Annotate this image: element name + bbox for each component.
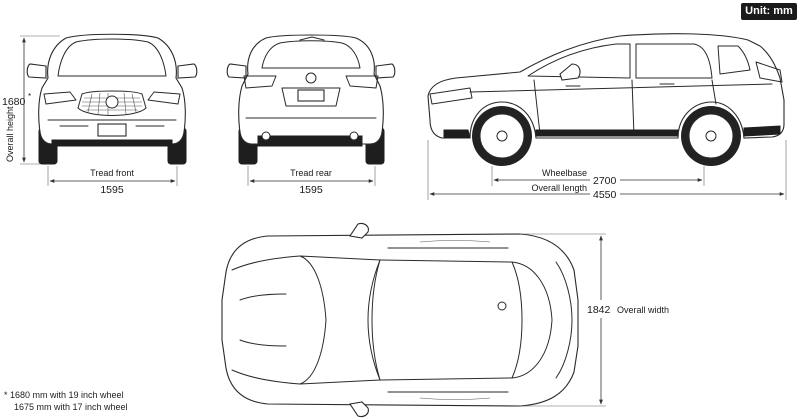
side-rear-window <box>635 43 713 79</box>
overall-height-asterisk: * <box>28 92 31 101</box>
side-mirror <box>559 63 581 81</box>
top-left-mirror <box>349 222 369 239</box>
overall-width-label: Overall width <box>617 305 669 315</box>
top-body <box>221 233 579 407</box>
tread-rear-label: Tread rear <box>290 168 332 178</box>
front-left-mirror <box>26 63 47 79</box>
rear-diffuser <box>257 135 363 147</box>
overall-height-label: Overall height <box>5 106 15 162</box>
front-right-mirror <box>177 63 198 79</box>
rear-left-taillight <box>243 75 277 89</box>
rear-right-taillight <box>345 75 379 89</box>
wheelbase-label: Wheelbase <box>542 168 587 178</box>
top-windshield <box>299 255 381 385</box>
top-shark-fin-antenna <box>497 301 507 311</box>
wheelbase-dimension <box>491 166 705 186</box>
tread-rear-dimension <box>247 166 376 186</box>
front-grille <box>77 90 147 116</box>
footnote-19-inch-wheel: * 1680 mm with 19 inch wheel <box>4 390 124 400</box>
side-headlight <box>429 87 473 105</box>
tread-front-label: Tread front <box>90 168 134 178</box>
wheelbase-value: 2700 <box>593 175 617 187</box>
overall-length-value: 4550 <box>593 189 617 201</box>
side-taillight <box>755 61 783 83</box>
front-left-headlight <box>43 91 77 105</box>
tread-rear-value: 1595 <box>299 184 323 196</box>
overall-height-dimension <box>20 35 60 165</box>
side-rear-wheel <box>681 106 741 166</box>
front-lower-air-dam <box>51 139 173 147</box>
side-front-wheel <box>472 106 532 166</box>
tread-front-value: 1595 <box>100 184 124 196</box>
side-view <box>427 33 785 166</box>
side-quarter-window <box>717 45 751 75</box>
overall-width-dimension <box>520 233 606 407</box>
rear-left-mirror <box>226 63 247 79</box>
rear-right-exhaust <box>349 131 359 141</box>
front-license-plate <box>97 123 127 137</box>
top-rear-window <box>511 261 553 379</box>
top-view <box>221 222 579 418</box>
rear-window <box>261 40 361 69</box>
rear-left-exhaust <box>261 131 271 141</box>
front-body <box>38 33 186 145</box>
overall-length-label: Overall length <box>531 183 587 193</box>
rear-view <box>226 34 396 165</box>
tread-front-dimension <box>47 166 178 186</box>
front-view <box>26 33 198 165</box>
front-windshield <box>57 38 167 77</box>
rear-license-plate <box>297 89 325 102</box>
rear-emblem <box>305 72 317 84</box>
front-emblem <box>105 95 119 109</box>
unit-badge: Unit: mm <box>741 3 797 20</box>
overall-height-value: 1680 <box>2 96 26 108</box>
footnote-17-inch-wheel: 1675 mm with 17 inch wheel <box>14 402 128 412</box>
top-roof-rails <box>387 247 509 393</box>
side-front-window <box>527 43 631 79</box>
top-right-mirror <box>349 401 369 418</box>
overall-length-dimension <box>427 140 787 200</box>
rear-right-mirror <box>375 63 396 79</box>
front-right-headlight <box>147 91 181 105</box>
overall-width-value: 1842 <box>587 304 611 316</box>
